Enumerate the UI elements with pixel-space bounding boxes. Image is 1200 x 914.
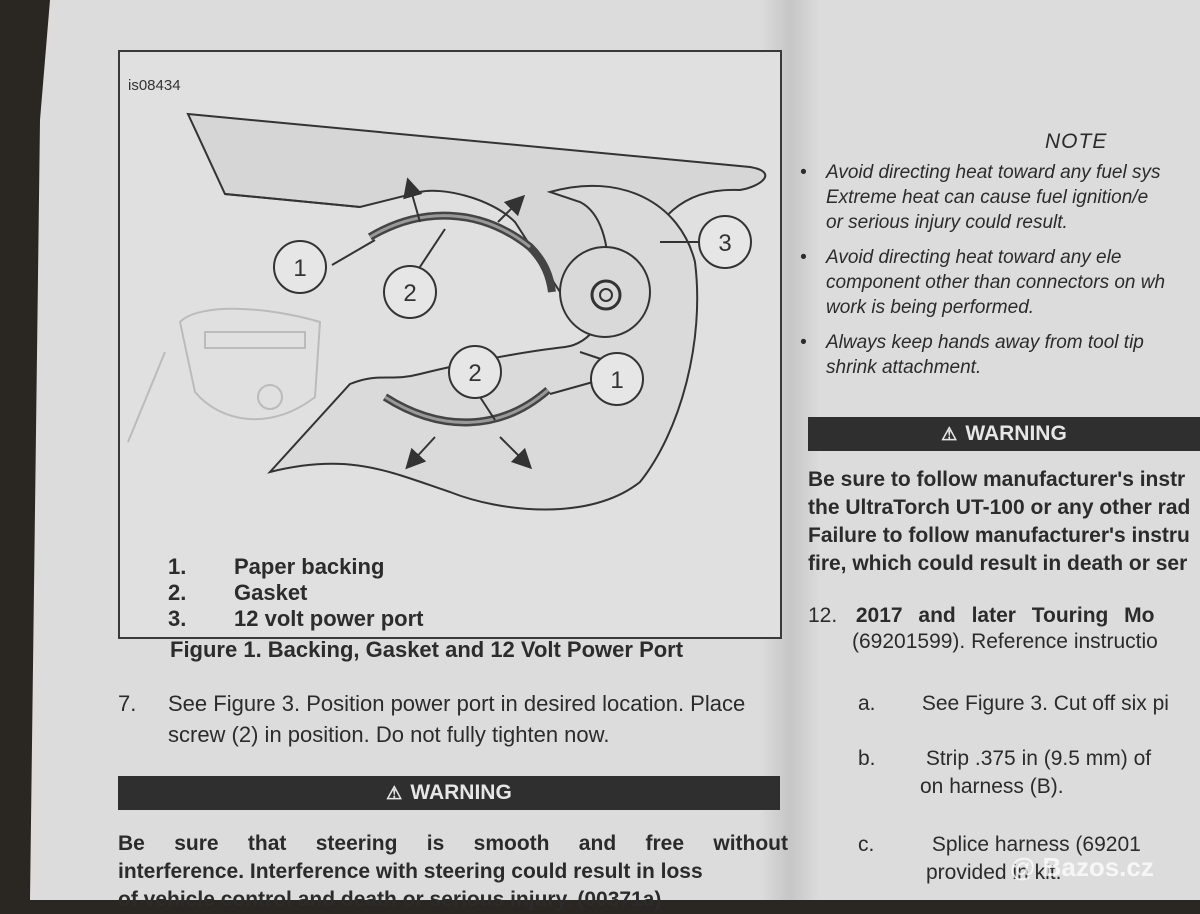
warning-line: fire, which could result in death or ser: [808, 552, 1188, 575]
substep-text: See Figure 3. Cut off six pi: [921, 692, 1169, 715]
substep-b-line-2: on harness (B).: [920, 775, 1064, 798]
substep-letter: a.: [858, 692, 876, 715]
power-port-socket: [559, 246, 651, 338]
warning-label: WARNING: [965, 422, 1067, 445]
warning-triangle-icon: ⚠: [941, 423, 958, 444]
callout-2-lower-label: 2: [468, 360, 481, 387]
legend-text: Paper backing: [234, 554, 385, 579]
warning-line: Be sure that steering is smooth and free…: [118, 832, 788, 855]
warning-triangle-icon: ⚠: [386, 782, 403, 803]
callout-1-upper: [273, 240, 327, 294]
figure-id: is08434: [128, 77, 181, 94]
note-bullet: •Avoid directing heat toward any fuel sy…: [800, 162, 1161, 233]
substep-text: Splice harness (69201: [931, 833, 1141, 856]
note-bullet: •Avoid directing heat toward any ele com…: [800, 247, 1166, 318]
callout-1-lower-label: 1: [610, 367, 623, 394]
note-title: NOTE: [1045, 130, 1108, 153]
step-12-line-2: (69201599). Reference instructio: [852, 630, 1158, 653]
note-bullet-text: Avoid directing heat toward any fuel sys…: [826, 162, 1161, 233]
watermark: @ Bazos.cz: [1010, 852, 1154, 882]
warning-line: Failure to follow manufacturer's instru: [808, 524, 1190, 547]
warning-line: of vehicle control and death or serious …: [118, 888, 662, 911]
step-7: 7. See Figure 3. Position power port in …: [118, 688, 788, 750]
warning-line: Be sure to follow manufacturer's instr: [808, 468, 1186, 491]
note-bullet-text: Avoid directing heat toward any ele comp…: [826, 247, 1166, 318]
warning-text-left: Be sure that steering is smooth and free…: [118, 830, 788, 914]
warning-bar-left: ⚠ WARNING: [118, 776, 780, 810]
warning-bar-right: ⚠ WARNING: [808, 417, 1200, 451]
legend-number: 3.: [168, 606, 187, 631]
substep-letter: b.: [858, 747, 876, 770]
figure-illustration: 1 2 3 2 1: [127, 112, 767, 511]
legend-text: Gasket: [234, 580, 308, 605]
figure-legend: 1. Paper backing 2. Gasket 3. 12 volt po…: [168, 554, 423, 632]
step-number: 7.: [118, 691, 137, 716]
legend-number: 1.: [168, 554, 187, 579]
warning-label: WARNING: [410, 781, 512, 804]
note-bullets: •Avoid directing heat toward any fuel sy…: [800, 160, 1200, 390]
callout-3: [698, 215, 752, 269]
substep-c: c. Splice harness (69201: [858, 831, 1141, 859]
figure-box: is08434: [118, 50, 782, 639]
figure-caption: Figure 1. Backing, Gasket and 12 Volt Po…: [170, 637, 684, 662]
legend-number: 2.: [168, 580, 187, 605]
callout-1-lower: [590, 352, 644, 406]
legend-text: 12 volt power port: [234, 606, 424, 631]
legend-item: 1. Paper backing: [168, 554, 423, 580]
power-port-opening: [590, 279, 622, 311]
legend-item: 3. 12 volt power port: [168, 606, 423, 632]
substep-b: b. Strip .375 in (9.5 mm) of: [858, 745, 1151, 773]
substep-a: a. See Figure 3. Cut off six pi: [858, 690, 1169, 718]
substep-letter: c.: [858, 833, 875, 856]
warning-text-right: Be sure to follow manufacturer's instr t…: [808, 466, 1200, 578]
warning-line: interference. Interference with steering…: [118, 860, 703, 883]
warning-line: the UltraTorch UT-100 or any other rad: [808, 496, 1191, 519]
note-bullet-text: Always keep hands away from tool tip shr…: [826, 332, 1144, 378]
background-bracket: [127, 307, 322, 443]
legend-item: 2. Gasket: [168, 580, 423, 606]
callout-2-lower: [448, 345, 502, 399]
note-bullet: •Always keep hands away from tool tip sh…: [800, 332, 1144, 378]
callout-3-label: 3: [718, 230, 731, 257]
substep-text: Strip .375 in (9.5 mm) of: [925, 747, 1152, 770]
step-text: 2017 and later Touring Mo: [855, 604, 1155, 627]
callout-2-upper: [383, 265, 437, 319]
mounting-plate: [267, 184, 699, 511]
substep-c-line-2: provided in kit.: [926, 861, 1062, 884]
callout-2-upper-label: 2: [403, 280, 416, 307]
step-12: 12. 2017 and later Touring Mo: [808, 604, 1155, 628]
step-text: See Figure 3. Position power port in des…: [168, 691, 746, 747]
callout-1-upper-label: 1: [293, 255, 306, 282]
step-number: 12.: [808, 604, 838, 627]
